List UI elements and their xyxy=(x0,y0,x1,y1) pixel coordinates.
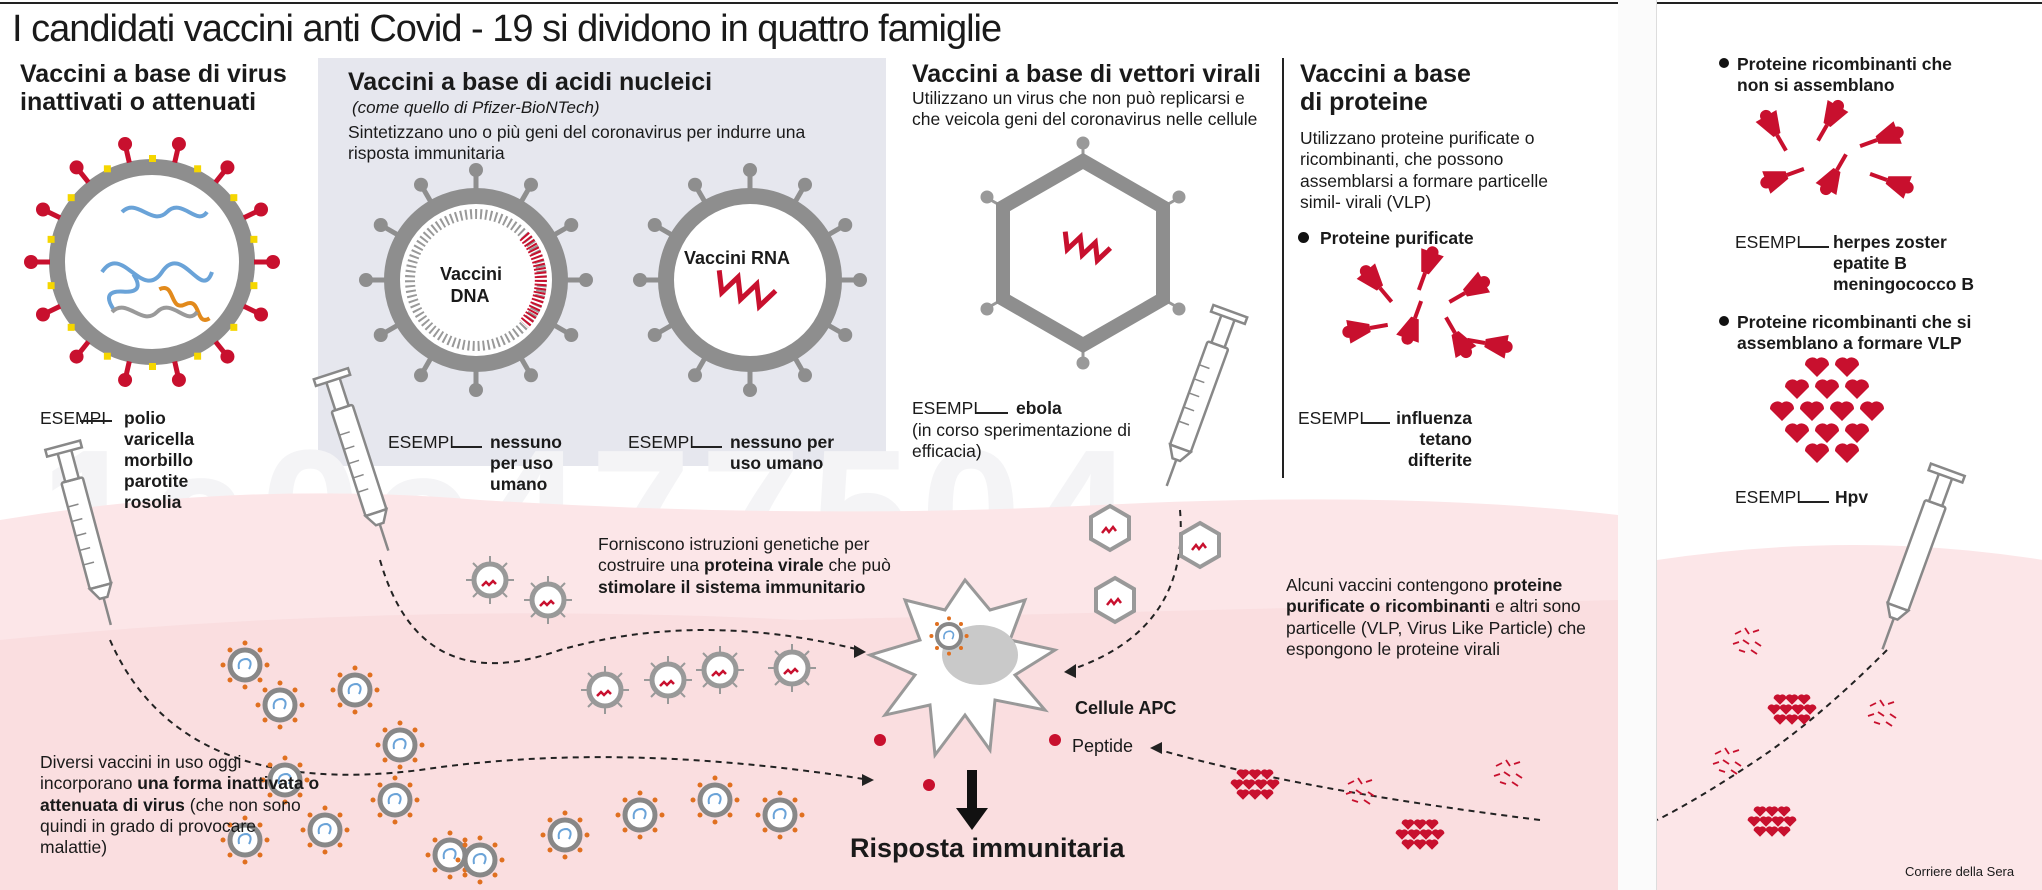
col1-heading: Vaccini a base di virus inattivati o att… xyxy=(20,60,287,116)
viral-vector-illustration xyxy=(980,136,1186,370)
side-example: herpes zoster xyxy=(1833,232,1947,252)
col1-example: parotite xyxy=(124,471,189,491)
dna-vaccine-illustration xyxy=(359,163,593,397)
page-title: I candidati vaccini anti Covid - 19 si d… xyxy=(12,8,1002,50)
col1-example: rosolia xyxy=(124,492,182,512)
dna-examples-label: ESEMPI xyxy=(388,432,455,452)
purified-proteins-illustration xyxy=(1342,246,1513,359)
col3-examples-label: ESEMPI xyxy=(912,398,979,418)
col1-example: varicella xyxy=(124,429,195,449)
col4-bullet: Proteine purificate xyxy=(1320,228,1474,248)
apc-cell-illustration xyxy=(865,577,1061,791)
note-genetic: Forniscono istruzioni genetiche per cost… xyxy=(598,534,891,597)
side-illustration xyxy=(1657,2,2042,890)
rna-examples-label: ESEMPI xyxy=(628,432,695,452)
side-example: meningococco B xyxy=(1833,274,1974,294)
main-illustration: 1a0c477504 xyxy=(0,2,1618,890)
col4-heading: Vaccini a base di proteine xyxy=(1300,60,1471,116)
side-example: Hpv xyxy=(1835,487,1869,507)
note-protein: Alcuni vaccini contengono proteine purif… xyxy=(1286,575,1586,660)
dna-label: Vaccini DNA xyxy=(440,264,503,306)
cell-label: Cellule APC xyxy=(1075,698,1177,718)
col4-example: tetano xyxy=(1419,429,1473,449)
col2-heading: Vaccini a base di acidi nucleici xyxy=(348,68,713,96)
credit: Corriere della Sera xyxy=(1905,864,2015,879)
col4-description: Utilizzano proteine purificate o ricombi… xyxy=(1300,128,1549,213)
inactivated-virus-illustration xyxy=(24,137,280,387)
side-bullet-2: Proteine ricombinanti che si assemblano … xyxy=(1737,312,1972,353)
side-bullet-1: Proteine ricombinanti che non si assembl… xyxy=(1737,54,1952,95)
col3-description: Utilizzano un virus che non può replicar… xyxy=(912,88,1258,130)
col2-description: Sintetizzano uno o più geni del coronavi… xyxy=(348,122,806,164)
col4-examples-list: influenza tetano difterite xyxy=(1390,408,1472,471)
col3-examples-note: (in corso sperimentazione di efficacia) xyxy=(912,420,1131,462)
side-examples1-list: herpes zoster epatite B meningococco B xyxy=(1833,232,1974,295)
rna-label: Vaccini RNA xyxy=(684,248,791,268)
rna-examples: nessuno per uso umano xyxy=(730,432,835,473)
col1-examples-list: polio varicella morbillo parotite rosoli… xyxy=(124,408,194,513)
response-arrow xyxy=(956,770,988,830)
main-infographic: 1a0c477504 xyxy=(0,0,1619,890)
col1-examples-label: ESEMPI xyxy=(40,408,107,428)
dna-examples: nessuno per uso umano xyxy=(490,432,562,494)
note-inactivated: Diversi vaccini in uso oggi incorporano … xyxy=(40,752,320,858)
col3-heading: Vaccini a base di vettori virali xyxy=(912,60,1261,88)
side-examples1-label: ESEMPI xyxy=(1735,232,1802,252)
col4-example: influenza xyxy=(1396,408,1472,428)
response-label: Risposta immunitaria xyxy=(850,833,1125,863)
rna-vaccine-illustration xyxy=(633,163,867,397)
col1-example: polio xyxy=(124,408,166,428)
col4-example: difterite xyxy=(1407,450,1472,470)
peptide-label: Peptide xyxy=(1072,736,1134,756)
side-panel: Proteine ricombinanti che non si assembl… xyxy=(1656,0,2042,890)
col4-examples-label: ESEMPI xyxy=(1298,408,1365,428)
side-examples2-label: ESEMPI xyxy=(1735,487,1802,507)
side-example: epatite B xyxy=(1833,253,1907,273)
col1-example: morbillo xyxy=(124,450,194,470)
col3-examples: ebola xyxy=(1016,398,1062,418)
col2-subheading: (come quello di Pfizer-BioNTech) xyxy=(352,98,600,117)
panel-gap xyxy=(1618,0,1656,890)
